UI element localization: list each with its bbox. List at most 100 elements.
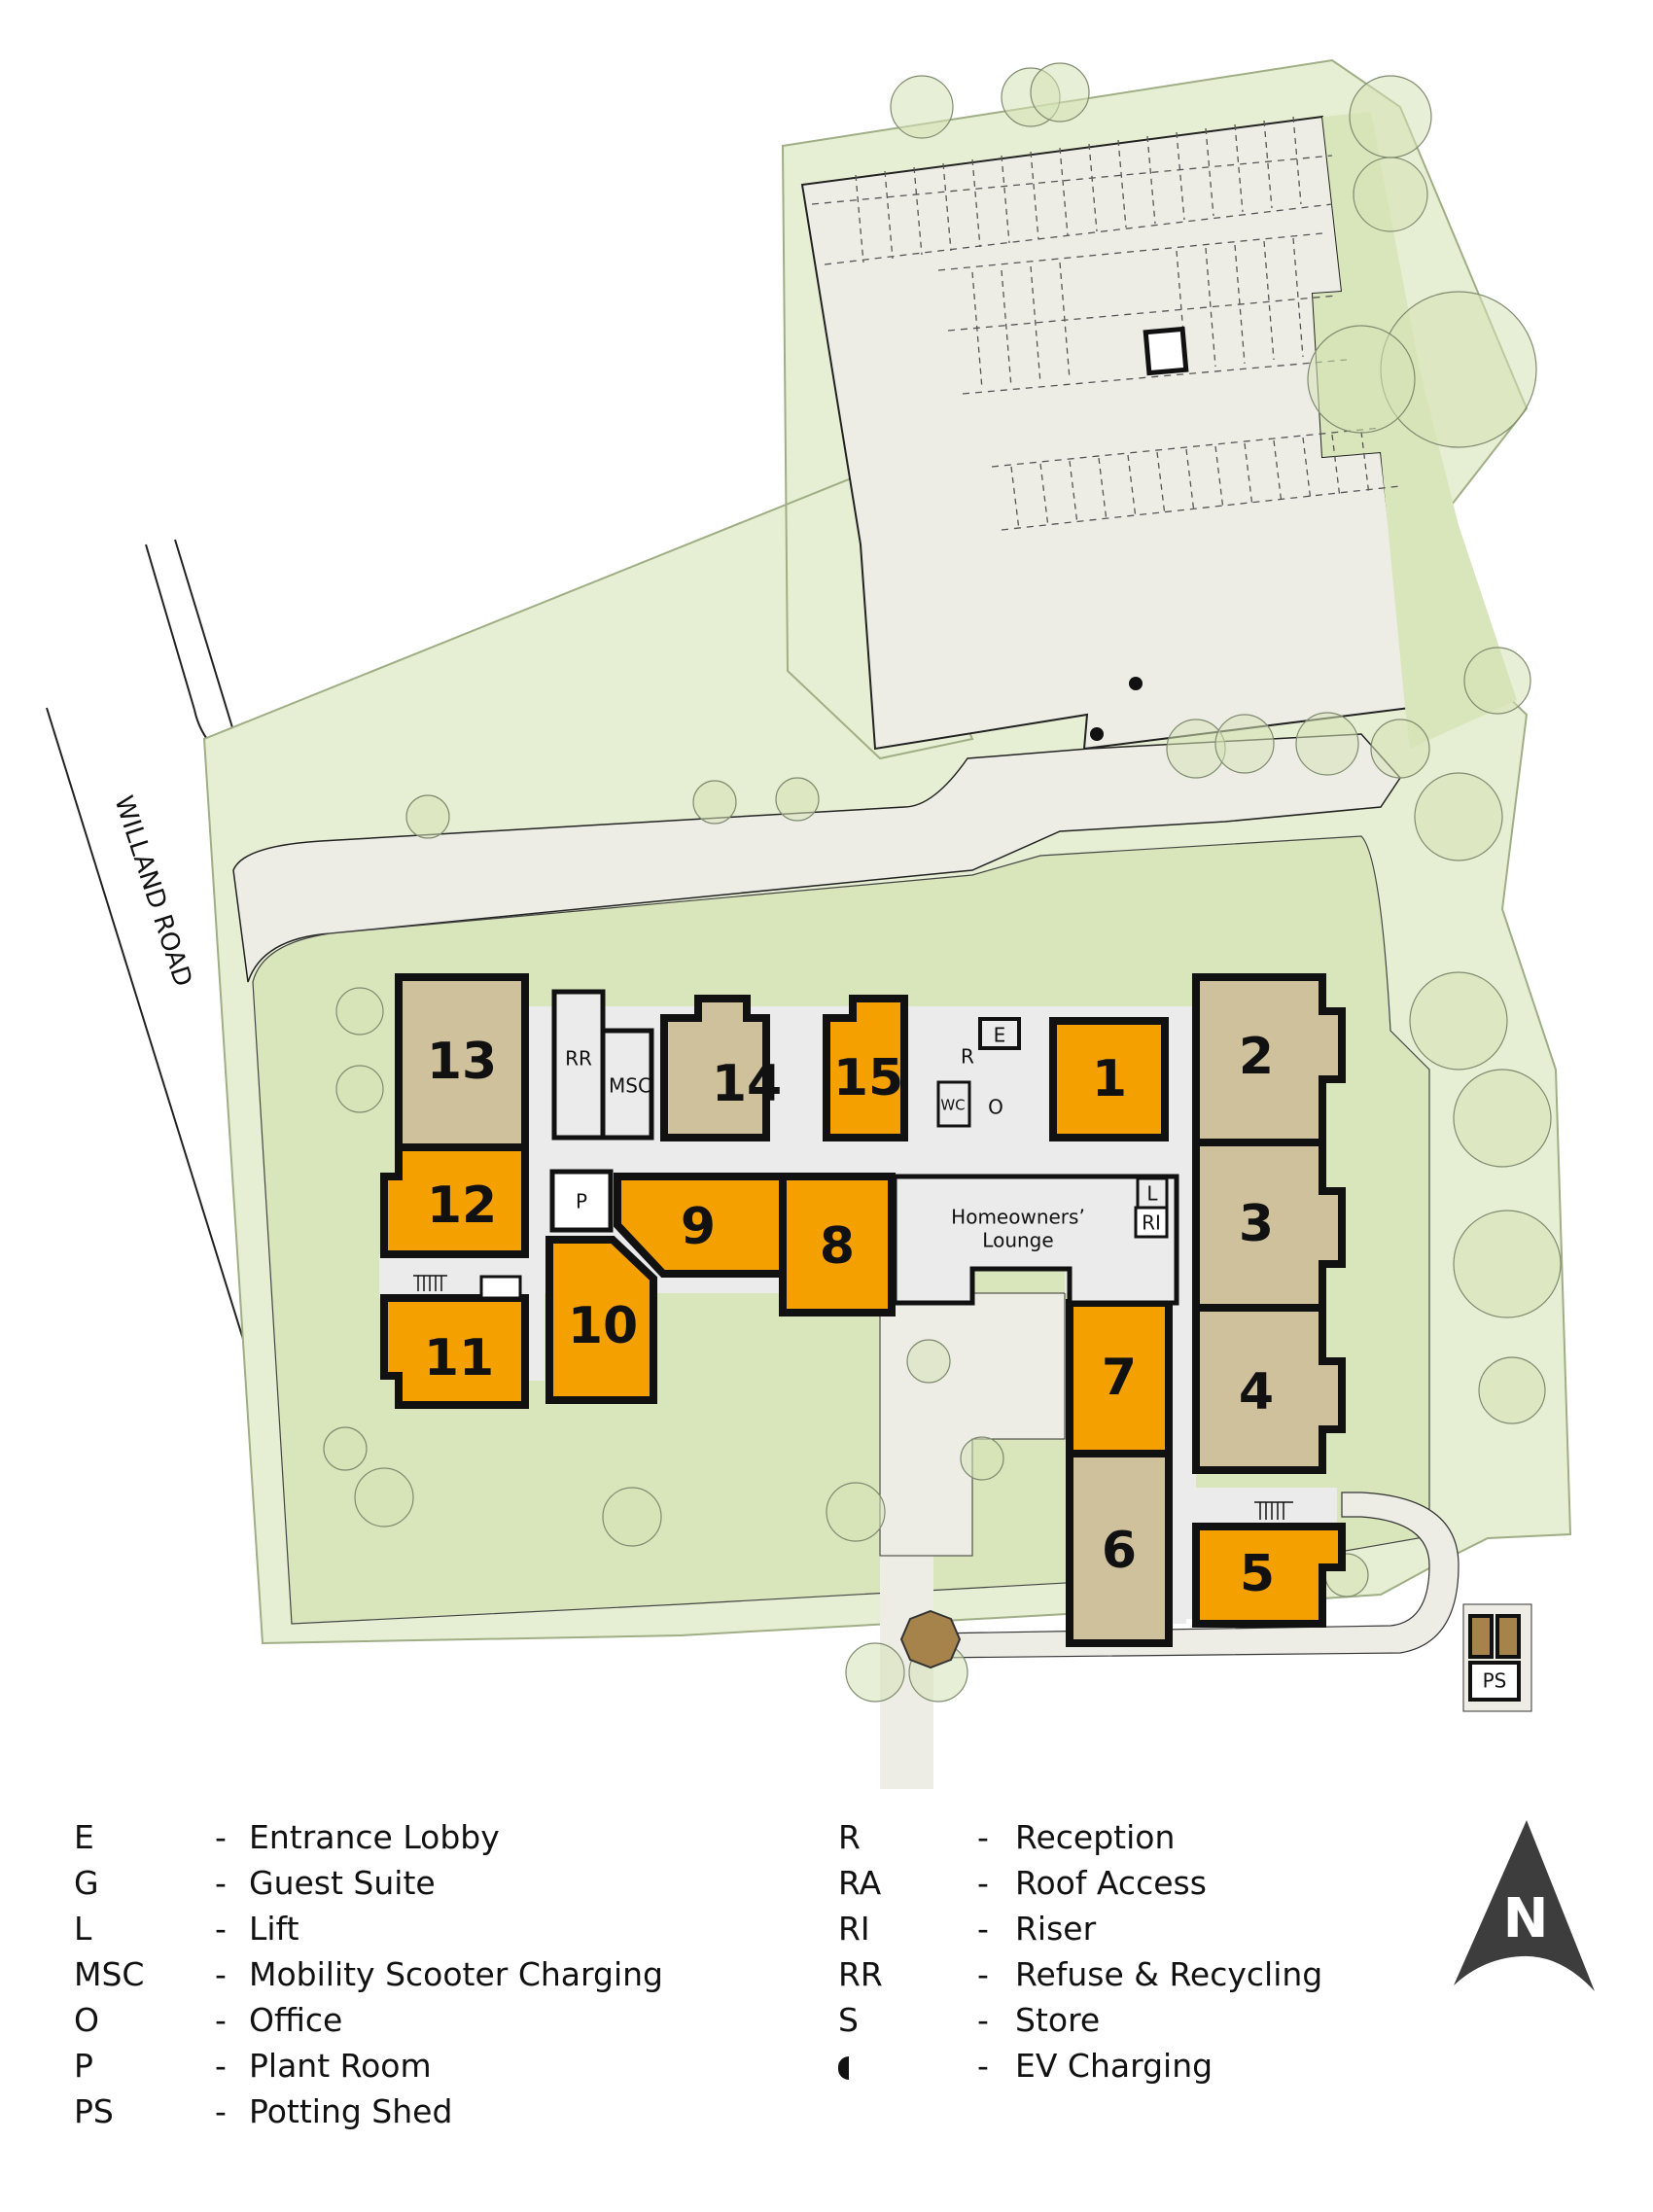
legend-desc: Plant Room [249,2047,432,2085]
potting-shed: PS [1468,1614,1521,1702]
legend-desc: Store [1015,2001,1101,2039]
legend-desc: EV Charging [1015,2047,1213,2085]
legend-key: L [74,1910,92,1948]
legend-dash: - [977,2047,989,2085]
ev-charging-icon [1129,677,1143,690]
legend-key: MSC [74,1955,145,1993]
svg-text:1: 1 [1092,1050,1127,1108]
legend-desc: Guest Suite [249,1864,436,1902]
svg-text:12: 12 [427,1176,497,1235]
legend-key: RA [838,1864,882,1902]
car-park-bays [811,116,1401,531]
legend-desc: Office [249,2001,343,2039]
legend-desc: Lift [249,1910,299,1948]
legend-desc: Roof Access [1015,1864,1207,1902]
svg-text:11: 11 [424,1329,494,1387]
unit-9[interactable]: 9 [614,1173,787,1278]
site-plan: WILLAND ROAD [46,58,1572,1789]
unit-8[interactable]: 8 [779,1173,896,1317]
reception-area: E R WC O [936,1017,1021,1128]
legend-key: PS [74,2092,114,2130]
svg-text:4: 4 [1239,1363,1274,1422]
homeowners-lounge[interactable]: Homeowners’ Lounge L RI [892,1174,1179,1306]
legend: E-Entrance Lobby G-Guest Suite L-Lift MS… [0,1818,1653,2212]
legend-key: P [74,2047,93,2085]
legend-dash: - [215,2047,227,2085]
legend-desc: Reception [1015,1818,1176,1856]
svg-text:7: 7 [1102,1349,1137,1407]
unit-13[interactable]: 13 [395,973,529,1151]
room-l: L [1146,1182,1158,1206]
legend-key: S [838,2001,859,2039]
unit-10[interactable]: 10 [545,1236,657,1404]
plant-room: P [549,1169,614,1233]
svg-text:13: 13 [427,1033,497,1091]
stair [1254,1501,1293,1520]
legend-dash: - [977,1864,989,1902]
legend-key [838,2047,849,2088]
ev-charging-icon [838,2056,849,2080]
lounge-label-line2: Lounge [982,1229,1053,1252]
svg-text:10: 10 [568,1297,638,1355]
svg-text:15: 15 [833,1049,903,1107]
refuse-msc-block: RR MSC [551,989,654,1141]
unit-7[interactable]: 7 [1066,1299,1173,1457]
legend-key: R [838,1818,861,1856]
unit-6[interactable]: 6 [1066,1450,1173,1647]
svg-text:PS: PS [1483,1669,1507,1693]
legend-dash: - [215,2001,227,2039]
svg-text:9: 9 [681,1198,716,1256]
room-ri: RI [1142,1211,1161,1235]
unit-15[interactable]: 15 [823,995,908,1141]
unit-4[interactable]: 4 [1192,1304,1346,1474]
ev-charging-icon [1090,727,1104,741]
stair [413,1275,447,1291]
svg-text:2: 2 [1239,1028,1274,1086]
legend-desc: Riser [1015,1910,1097,1948]
svg-text:5: 5 [1240,1545,1275,1603]
svg-text:3: 3 [1239,1195,1274,1253]
car-park-structure [1143,326,1189,376]
legend-key: RR [838,1955,883,1993]
legend-dash: - [215,1910,227,1948]
legend-dash: - [977,2001,989,2039]
trees [323,62,1562,1703]
room-msc: MSC [609,1074,651,1098]
legend-key: E [74,1818,94,1856]
room-wc: WC [940,1097,965,1114]
legend-dash: - [215,1864,227,1902]
legend-key: O [74,2001,99,2039]
gazebo [899,1609,962,1669]
unit-14[interactable]: 14 [660,995,782,1141]
legend-key: G [74,1864,99,1902]
room-o: O [988,1096,1003,1119]
unit-3[interactable]: 3 [1192,1139,1346,1312]
legend-dash: - [977,1955,989,1993]
legend-dash: - [215,1818,227,1856]
room-rr: RR [565,1047,592,1071]
legend-dash: - [977,1910,989,1948]
legend-desc: Refuse & Recycling [1015,1955,1323,1993]
svg-text:P: P [576,1190,587,1213]
room-e: E [994,1024,1006,1047]
unit-2[interactable]: 2 [1192,973,1346,1146]
unit-5[interactable]: 5 [1192,1523,1346,1628]
legend-key: RI [838,1910,870,1948]
unit-12[interactable]: 12 [380,1143,529,1258]
legend-desc: Mobility Scooter Charging [249,1955,663,1993]
building: 13 12 11 RR MSC 14 [379,973,1346,1647]
legend-dash: - [215,1955,227,1993]
legend-dash: - [215,2092,227,2130]
north-label: N [1503,1887,1549,1950]
unit-11[interactable]: 11 [380,1294,529,1409]
road-label: WILLAND ROAD [108,792,197,991]
site-grounds [202,58,1572,1789]
legend-desc: Entrance Lobby [249,1818,500,1856]
svg-text:8: 8 [820,1217,855,1276]
north-arrow-icon: N [1454,1820,1595,1991]
unit-1[interactable]: 1 [1049,1017,1169,1141]
lounge-label-line1: Homeowners’ [951,1206,1085,1229]
legend-dash: - [977,1818,989,1856]
legend-desc: Potting Shed [249,2092,453,2130]
svg-text:14: 14 [712,1055,782,1113]
